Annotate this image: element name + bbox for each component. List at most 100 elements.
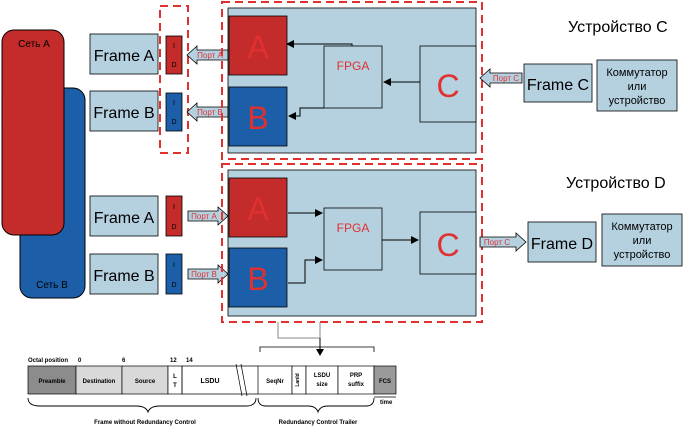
frame-d-label: Frame D (531, 236, 593, 253)
block-b-label: B (247, 100, 268, 136)
block-b-label-d: B (247, 261, 268, 297)
switch-d-line2: или (633, 235, 652, 247)
svg-text:Source: Source (135, 379, 156, 385)
device-c-dashed-border (221, 1, 483, 160)
port-b-label: Порт В (197, 108, 223, 117)
svg-text:size: size (316, 382, 328, 388)
port-c-label-d: Порт С (484, 238, 510, 247)
svg-text:PRP: PRP (350, 373, 362, 379)
block-c-d (419, 211, 477, 275)
field-preamble (27, 365, 77, 395)
fpga-box-d (323, 207, 383, 271)
field-fcs (373, 365, 397, 395)
svg-text:I: I (173, 43, 175, 50)
port-a-arrow-d (187, 206, 229, 226)
network-a: Сеть А (1, 29, 65, 236)
svg-text:D: D (171, 119, 176, 126)
block-a-d (228, 177, 288, 238)
field-prp-suffix (337, 365, 375, 395)
fpga-label-d: FPGA (337, 221, 370, 235)
switch-c-line2: или (628, 81, 647, 93)
svg-text:D: D (171, 62, 176, 69)
frame-a-box-d (89, 195, 159, 237)
device-d: Frame A Frame B I D I D Порт А Порт В A … (89, 163, 683, 323)
block-a-label: A (247, 29, 269, 65)
id-tag-b-d (165, 253, 183, 295)
svg-text:Preamble: Preamble (38, 379, 66, 385)
offset-0: 0 (78, 358, 82, 364)
switch-c-line1: Коммутатор (606, 67, 667, 79)
block-b-d (228, 247, 288, 308)
offset-12: 12 (170, 358, 177, 364)
switch-c-line3: устройство (609, 95, 666, 107)
frame-a-label-d: Frame A (94, 210, 155, 227)
switch-c-box (596, 59, 678, 112)
svg-text:I: I (173, 204, 175, 211)
block-a-label-d: A (247, 191, 269, 227)
network-b-label: Сеть В (36, 280, 68, 291)
port-c-arrow-d (479, 232, 527, 252)
field-lsdu-size (305, 365, 339, 395)
port-c-label: Порт С (493, 74, 519, 83)
frame-b-box (89, 90, 159, 132)
frame-b-box-d (89, 253, 159, 295)
block-c-label: C (436, 68, 459, 104)
device-d-title: Устройство D (566, 175, 666, 192)
brace-right (257, 397, 375, 414)
frame-b-label-d: Frame B (93, 268, 154, 285)
block-c (419, 45, 477, 123)
id-tag-a (165, 35, 183, 75)
network-a-label: Сеть А (18, 39, 50, 50)
time-label: time (380, 400, 393, 406)
device-c: Frame A Frame B I D I D Порт А Порт В A … (89, 1, 678, 160)
field-lsdu (181, 365, 258, 395)
frame-a-label: Frame A (94, 48, 155, 65)
frame-structure: Octal position 0 6 12 14 Preamble Destin… (27, 346, 397, 426)
field-lt (167, 365, 183, 395)
arrow-fpga-a (286, 40, 353, 48)
id-tag-a-d (165, 195, 183, 237)
svg-text:suffix: suffix (348, 382, 365, 388)
svg-text:D: D (171, 282, 176, 289)
svg-text:LanId: LanId (295, 373, 301, 386)
brace-left-label: Frame without Redundancy Control (94, 420, 196, 426)
block-c-label-d: C (436, 227, 459, 263)
switch-d-box (601, 213, 683, 267)
brace-left (27, 397, 257, 414)
brace-right-label: Redundancy Control Trailer (279, 420, 358, 426)
port-a-label: Порт А (197, 51, 223, 60)
device-c-title: Устройство С (568, 19, 668, 36)
port-b-label-d: Порт В (191, 270, 217, 279)
frame-b-label: Frame B (93, 105, 154, 122)
block-b (228, 86, 288, 147)
port-a-label-d: Порт А (191, 212, 217, 221)
frame-d-box (527, 221, 597, 263)
frame-c-box (523, 63, 593, 103)
fpga-label: FPGA (337, 59, 370, 73)
id-tag-b (165, 92, 183, 132)
svg-text:Destination: Destination (83, 379, 116, 385)
switch-d-line1: Коммутатор (611, 221, 672, 233)
svg-text:L: L (173, 374, 177, 380)
svg-text:T: T (173, 383, 177, 389)
arrow-b-fpga-d (288, 256, 323, 284)
svg-text:FCS: FCS (379, 379, 391, 385)
svg-text:SeqNr: SeqNr (266, 379, 284, 385)
svg-text:LSDU: LSDU (200, 378, 219, 385)
frame-c-label: Frame C (527, 77, 589, 94)
frame-a-box (89, 33, 159, 75)
switch-d-line3: устройство (614, 249, 671, 261)
svg-text:I: I (173, 100, 175, 107)
svg-text:I: I (173, 262, 175, 269)
field-seqnr (257, 365, 293, 395)
svg-text:D: D (171, 224, 176, 231)
arrow-fpga-b (288, 107, 324, 120)
svg-text:LSDU: LSDU (314, 373, 330, 379)
port-c-arrow (479, 68, 523, 88)
fpga-box (323, 45, 383, 109)
id-dashed-box (159, 5, 189, 154)
offset-6: 6 (122, 358, 126, 364)
octal-position-label: Octal position (28, 358, 68, 364)
